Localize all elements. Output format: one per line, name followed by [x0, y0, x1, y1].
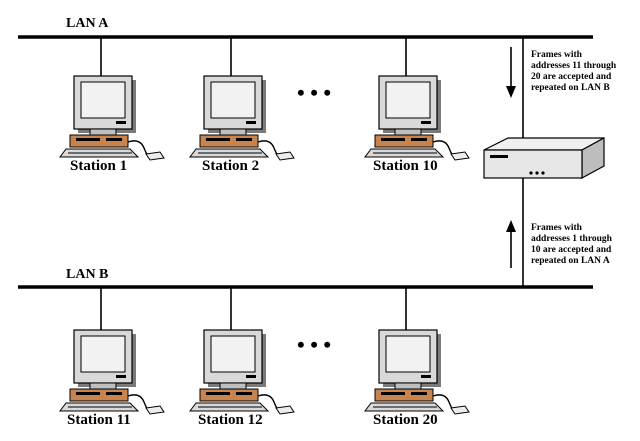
indicator-light: [535, 171, 539, 175]
note-line: repeated on LAN B: [531, 83, 610, 93]
lan-a: LAN A Station 1 Station 2 Station 10 • •…: [18, 16, 593, 174]
note-line: repeated on LAN A: [531, 256, 610, 266]
ellipsis: • • •: [297, 332, 331, 357]
station-label: Station 11: [67, 412, 131, 428]
station-label: Station 2: [202, 158, 259, 174]
station-label: Station 12: [198, 412, 263, 428]
indicator-light: [529, 171, 533, 175]
indicator-light: [541, 171, 545, 175]
arrow-down-icon: [506, 86, 516, 98]
note-line: 20 are accepted and: [531, 72, 612, 82]
station-label: Station 20: [373, 412, 438, 428]
forward-to-lan-a: Frames with addresses 1 through 10 are a…: [506, 178, 613, 287]
note-line: addresses 1 through: [531, 234, 613, 244]
forward-to-lan-b: Frames with addresses 11 through 20 are …: [506, 47, 617, 98]
bridge-device: [483, 136, 605, 180]
arrow-up-icon: [506, 220, 516, 232]
note-line: Frames with: [531, 50, 583, 60]
computer-icon: [364, 75, 470, 161]
station-label: Station 10: [373, 158, 438, 174]
lan-b: LAN B Station 11 Station 12 Station 20 •…: [18, 267, 593, 428]
computer-icon: [59, 329, 165, 415]
lan-b-label: LAN B: [66, 267, 108, 282]
computer-icon: [189, 75, 295, 161]
note-line: 10 are accepted and: [531, 245, 612, 255]
computer-icon: [189, 329, 295, 415]
ellipsis: • • •: [297, 80, 331, 105]
note-line: addresses 11 through: [531, 61, 617, 71]
note-line: Frames with: [531, 223, 583, 233]
lan-a-label: LAN A: [66, 16, 109, 31]
computer-icon: [59, 75, 165, 161]
station-label: Station 1: [70, 158, 127, 174]
computer-icon: [364, 329, 470, 415]
